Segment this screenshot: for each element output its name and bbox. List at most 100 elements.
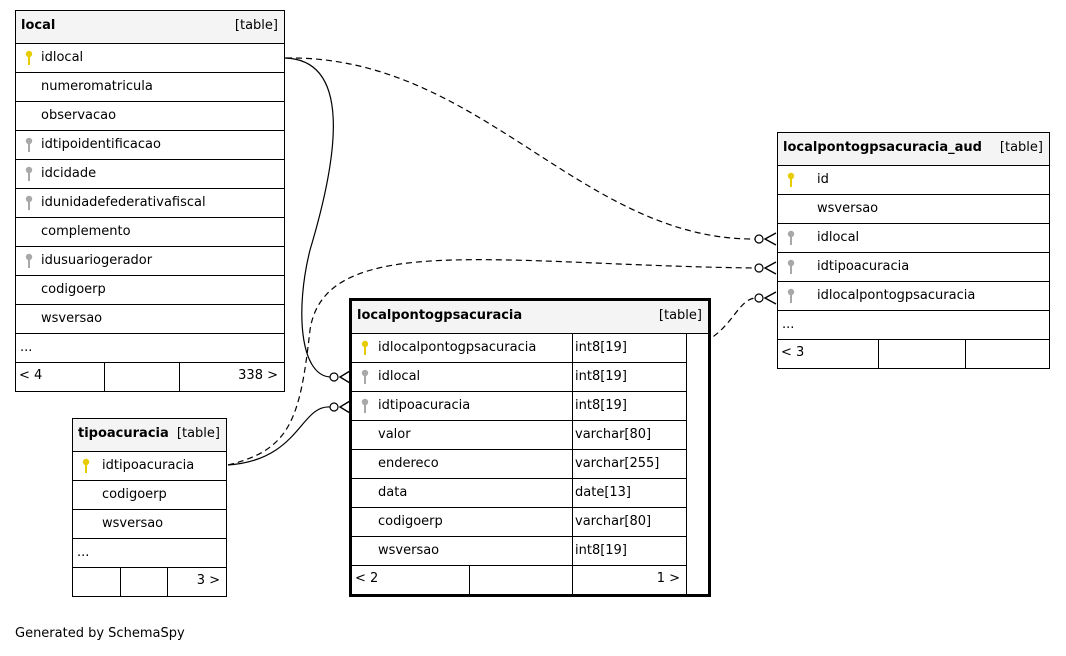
column-name: wsversao bbox=[102, 516, 164, 531]
column-list: idlocal numeromatricula observacao idtipoid… bbox=[16, 44, 284, 334]
primary-key-icon bbox=[360, 340, 370, 356]
foreign-key-icon bbox=[24, 137, 34, 153]
column-row[interactable]: idunidadefederativafiscal bbox=[16, 189, 284, 218]
column-name: id bbox=[817, 172, 829, 187]
column-row[interactable]: wsversao bbox=[16, 305, 284, 334]
table-header: tipoacuracia [table] bbox=[73, 419, 226, 452]
table-header: localpontogpsacuracia [table] bbox=[352, 301, 708, 334]
column-name: codigoerp bbox=[378, 514, 443, 529]
column-row[interactable]: idcidade bbox=[16, 160, 284, 189]
column-name: complemento bbox=[41, 224, 131, 239]
parents-count[interactable]: < 4 bbox=[19, 368, 43, 383]
primary-key-icon bbox=[24, 50, 34, 66]
column-name: wsversao bbox=[378, 543, 440, 558]
column-row[interactable]: wsversao bbox=[73, 510, 226, 539]
table-footer: < 3 bbox=[778, 340, 1049, 368]
column-name: codigoerp bbox=[41, 282, 106, 297]
children-count[interactable]: 3 > bbox=[167, 568, 226, 596]
column-row[interactable]: complemento bbox=[16, 218, 284, 247]
column-row[interactable]: codigoerp varchar[80] bbox=[352, 508, 687, 537]
table-name: local bbox=[21, 18, 56, 33]
column-name: idlocal bbox=[41, 50, 84, 65]
column-type: int8[19] bbox=[572, 334, 686, 362]
table-localpontogpsacuracia-aud[interactable]: localpontogpsacuracia_aud [table] id wsve… bbox=[777, 132, 1050, 369]
table-header: localpontogpsacuracia_aud [table] bbox=[778, 133, 1049, 166]
table-header: local [table] bbox=[16, 11, 284, 44]
more-columns: ... bbox=[77, 545, 90, 560]
table-type: [table] bbox=[999, 140, 1043, 155]
foreign-key-icon bbox=[786, 230, 796, 246]
column-row[interactable]: wsversao bbox=[778, 195, 1049, 224]
column-name: idlocalpontogpsacuracia bbox=[378, 340, 537, 355]
column-name: data bbox=[378, 485, 408, 500]
column-row[interactable]: id bbox=[778, 166, 1049, 195]
column-type: int8[19] bbox=[572, 537, 686, 565]
children-count[interactable]: 1 > bbox=[572, 566, 687, 594]
table-footer: < 2 1 > bbox=[352, 566, 687, 594]
column-row[interactable]: idlocal int8[19] bbox=[352, 363, 687, 392]
table-tipoacuracia[interactable]: tipoacuracia [table] idtipoacuracia codig… bbox=[72, 418, 227, 597]
column-name: valor bbox=[378, 427, 411, 442]
column-row[interactable]: codigoerp bbox=[16, 276, 284, 305]
children-count[interactable]: 338 > bbox=[179, 363, 284, 391]
table-type: [table] bbox=[176, 426, 220, 441]
column-row[interactable]: codigoerp bbox=[73, 481, 226, 510]
column-name: wsversao bbox=[817, 201, 879, 216]
column-row[interactable]: idtipoacuracia bbox=[73, 452, 226, 481]
column-name: idlocal bbox=[378, 369, 421, 384]
table-name: tipoacuracia bbox=[78, 426, 169, 441]
primary-key-icon bbox=[81, 458, 91, 474]
column-row[interactable]: idlocalpontogpsacuracia int8[19] bbox=[352, 334, 687, 363]
column-row[interactable]: idtipoidentificacao bbox=[16, 131, 284, 160]
generated-by-note: Generated by SchemaSpy bbox=[15, 626, 185, 641]
column-row[interactable]: numeromatricula bbox=[16, 73, 284, 102]
column-type: int8[19] bbox=[572, 363, 686, 391]
foreign-key-icon bbox=[360, 369, 370, 385]
column-name: codigoerp bbox=[102, 487, 167, 502]
column-name: wsversao bbox=[41, 311, 103, 326]
table-name: localpontogpsacuracia_aud bbox=[783, 140, 982, 155]
column-row[interactable]: idlocalpontogpsacuracia bbox=[778, 282, 1049, 311]
column-row[interactable]: idlocal bbox=[778, 224, 1049, 253]
foreign-key-icon bbox=[786, 259, 796, 275]
column-row[interactable]: data date[13] bbox=[352, 479, 687, 508]
column-name: idtipoacuracia bbox=[378, 398, 471, 413]
column-row[interactable]: wsversao int8[19] bbox=[352, 537, 687, 566]
more-columns-row: ... bbox=[16, 334, 284, 363]
column-type: date[13] bbox=[572, 479, 686, 507]
column-list: idlocalpontogpsacuracia int8[19] idlocal in… bbox=[352, 334, 708, 566]
foreign-key-icon bbox=[24, 166, 34, 182]
column-name: endereco bbox=[378, 456, 439, 471]
table-type: [table] bbox=[234, 18, 278, 33]
table-local[interactable]: local [table] idlocal numeromatricula obse… bbox=[15, 10, 285, 392]
edge-local-to-localpontogpsacuracia bbox=[284, 57, 334, 378]
column-name: observacao bbox=[41, 108, 117, 123]
crowfoot-circle bbox=[754, 293, 764, 303]
column-row[interactable]: idtipoacuracia bbox=[778, 253, 1049, 282]
crowfoot-arrow bbox=[763, 261, 777, 275]
column-row[interactable]: idlocal bbox=[16, 44, 284, 73]
children-count[interactable] bbox=[965, 340, 1049, 368]
more-columns-row: ... bbox=[778, 311, 1049, 340]
table-localpontogpsacuracia[interactable]: localpontogpsacuracia [table] idlocalpon… bbox=[349, 298, 711, 597]
parents-count[interactable]: < 3 bbox=[781, 345, 805, 360]
crowfoot-circle bbox=[754, 263, 764, 273]
edge-local-to-aud bbox=[285, 57, 756, 240]
column-row[interactable]: valor varchar[80] bbox=[352, 421, 687, 450]
parents-count[interactable]: < 2 bbox=[355, 571, 379, 586]
crowfoot-arrow bbox=[763, 232, 777, 246]
column-type: varchar[80] bbox=[572, 421, 686, 449]
more-columns-row: ... bbox=[73, 539, 226, 568]
column-type: varchar[80] bbox=[572, 508, 686, 536]
footer-blank bbox=[878, 340, 965, 368]
parents-count[interactable] bbox=[73, 568, 120, 596]
foreign-key-icon bbox=[360, 398, 370, 414]
table-name: localpontogpsacuracia bbox=[357, 308, 523, 323]
footer-blank bbox=[104, 363, 179, 391]
column-row[interactable]: observacao bbox=[16, 102, 284, 131]
column-name: idlocalpontogpsacuracia bbox=[817, 288, 976, 303]
column-row[interactable]: idusuariogerador bbox=[16, 247, 284, 276]
